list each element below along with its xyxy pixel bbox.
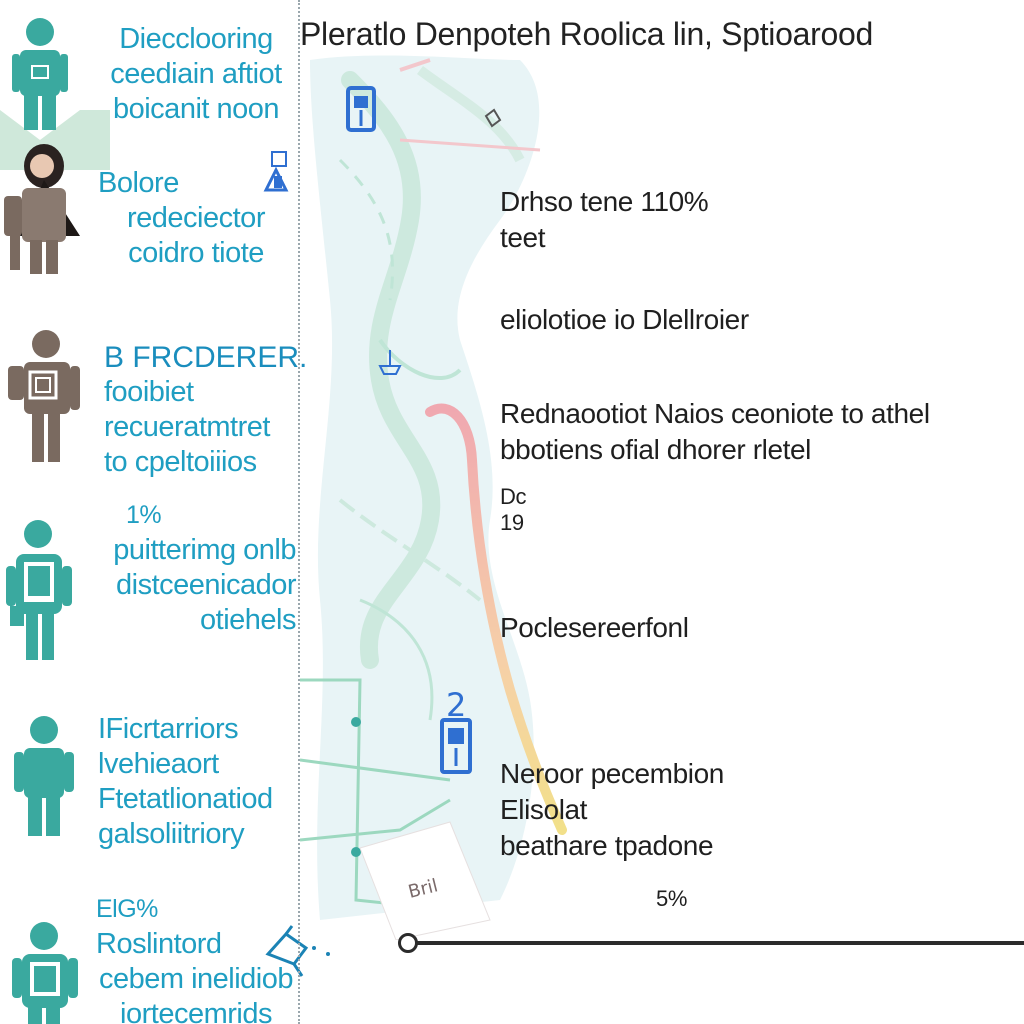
person-icon [12, 18, 68, 130]
slider-handle[interactable] [398, 933, 418, 953]
lower-path [359, 598, 434, 721]
person-icon [14, 716, 74, 836]
persona-4-text: 1% puitterimg onlb distceenicador otiehe… [113, 501, 296, 636]
page-title: Pleratlo Denpoteh Roolica lin, Sptioaroo… [300, 16, 873, 52]
annotation-5: Neroor pecembion Elisolat beathare tpado… [500, 758, 724, 861]
timeline-slider[interactable] [396, 928, 1024, 958]
persona-3-text: B FRCDERER. fooibiet recueratmtret to cp… [104, 341, 308, 478]
telescope-icon [265, 925, 330, 977]
pink-road-top [399, 138, 541, 152]
bus-stop-icon [346, 86, 376, 132]
person-with-frame-icon [8, 330, 80, 462]
landmark-icon [484, 108, 502, 128]
annotation-3-detail: Dc 19 [500, 484, 527, 535]
annotation-1: Drhso tene 110% teet [500, 186, 709, 253]
main-river-path [341, 71, 441, 669]
person-with-backpack-icon [12, 922, 78, 1024]
persona-1-text: Diecclooring ceediain aftiot boicanit no… [110, 23, 282, 125]
annotation-3: Rednaootiot Naios ceoniote to athel bbot… [500, 398, 930, 465]
persona-5-text: IFicrtarriors lvehieaort Ftetatlionatiod… [98, 713, 273, 850]
highlighted-route [425, 403, 567, 835]
annotation-5-detail: 5% [656, 886, 687, 911]
route-map: Bril 2 [300, 55, 567, 940]
persona-column: Diecclooring ceediain aftiot boicanit no… [0, 0, 330, 1024]
pink-road-corner [399, 58, 431, 72]
dashed-trail [338, 158, 395, 301]
column-divider [298, 0, 300, 1024]
curve-path [378, 338, 462, 381]
persona-2-text: Bolore redeciector coidro tiote [98, 167, 265, 269]
persona-6-text: ElG% Roslintord cebem inelidiob iortecem… [96, 895, 294, 1024]
luggage-icon [263, 151, 289, 192]
annotation-4: Poclesereerfonl [500, 612, 689, 643]
slider-track[interactable] [406, 941, 1024, 945]
transit-stop [351, 717, 361, 727]
ticket-card: Bril [359, 821, 491, 940]
svg-text:2: 2 [446, 686, 466, 724]
bus-stop-icon: 2 [440, 686, 472, 774]
boat-icon [378, 350, 402, 375]
mid-dashed-trail [338, 498, 482, 602]
annotation-2: eliolotioe io Dlellroier [500, 304, 749, 335]
person-with-bag-icon [6, 520, 72, 660]
woman-with-bag-icon [4, 144, 80, 274]
transit-line-b [300, 758, 451, 782]
transit-line-c [300, 798, 451, 842]
transit-stop [351, 847, 361, 857]
